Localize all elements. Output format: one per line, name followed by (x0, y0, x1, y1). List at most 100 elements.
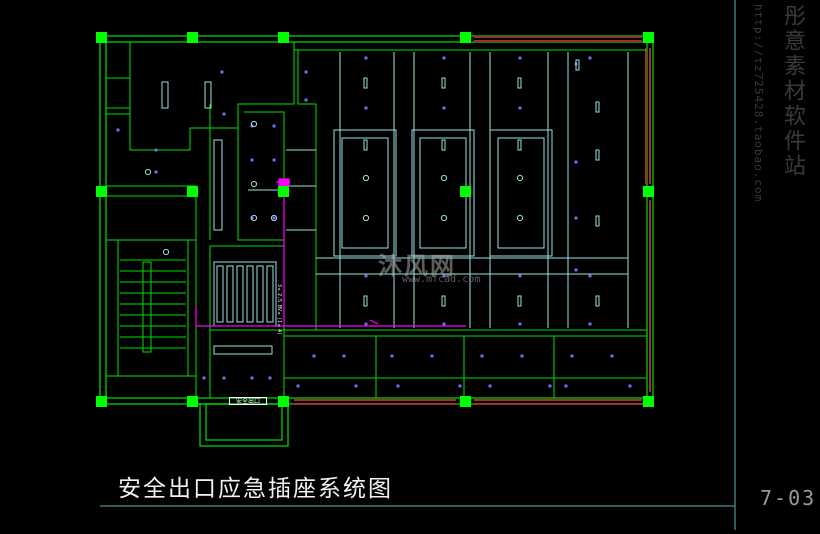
light-dot (518, 322, 522, 326)
light-dot (574, 268, 578, 272)
light-bar (363, 77, 368, 89)
light-ring (362, 174, 370, 182)
light-dot (518, 106, 522, 110)
light-dot (396, 384, 400, 388)
light-dot (272, 124, 276, 128)
light-dot (364, 56, 368, 60)
light-bar (595, 295, 600, 307)
light-dot (574, 216, 578, 220)
light-ring (440, 214, 448, 222)
column-square (643, 396, 654, 407)
light-ring (250, 180, 258, 188)
light-dot (116, 128, 120, 132)
light-bar (517, 295, 522, 307)
column-square (187, 186, 198, 197)
column-square (278, 396, 289, 407)
circuit-annotation: 3×2.5 BV×(1×4) (276, 284, 282, 336)
light-dot (610, 354, 614, 358)
exit-circuit-wiring (195, 178, 466, 327)
light-dot (442, 322, 446, 326)
staircase (120, 259, 186, 353)
light-ring (162, 248, 170, 256)
column-square (460, 32, 471, 43)
light-bar (441, 77, 446, 89)
column-square (278, 186, 289, 197)
light-dot (518, 56, 522, 60)
light-bar (595, 149, 600, 161)
light-dot (588, 56, 592, 60)
light-bar (575, 59, 580, 71)
light-dot (520, 354, 524, 358)
light-dot (354, 384, 358, 388)
column-square (278, 32, 289, 43)
light-dot (518, 274, 522, 278)
light-dot (364, 274, 368, 278)
light-dot (202, 376, 206, 380)
interior-walls (105, 41, 647, 398)
light-ring (362, 214, 370, 222)
light-dot (548, 384, 552, 388)
light-ring (250, 120, 258, 128)
light-bar (595, 101, 600, 113)
light-ring (516, 174, 524, 182)
light-dot (222, 376, 226, 380)
drawing-caption: 安全出口应急插座系统图 (118, 476, 393, 502)
light-bar (363, 295, 368, 307)
light-bar (363, 139, 368, 151)
light-dot (570, 354, 574, 358)
light-bar (517, 77, 522, 89)
equipment-racks (216, 265, 274, 323)
column-square (96, 396, 107, 407)
equipment-rack (216, 265, 224, 323)
light-dot (430, 354, 434, 358)
column-square (460, 396, 471, 407)
equipment-rack (256, 265, 264, 323)
light-ring (516, 214, 524, 222)
light-dot (154, 148, 158, 152)
equipment-rack (236, 265, 244, 323)
light-bar (441, 295, 446, 307)
stair-handrail (142, 261, 152, 353)
light-dot (296, 384, 300, 388)
drawing-frame (100, 0, 736, 530)
light-dot (364, 322, 368, 326)
light-dot (574, 160, 578, 164)
light-dot (272, 158, 276, 162)
column-square (460, 186, 471, 197)
light-dot (488, 384, 492, 388)
light-dot (458, 384, 462, 388)
light-dot (342, 354, 346, 358)
light-dot (222, 112, 226, 116)
light-dot (564, 384, 568, 388)
structural-columns (96, 32, 654, 407)
light-dot (154, 170, 158, 174)
window-bands (294, 36, 651, 405)
light-dot (250, 376, 254, 380)
light-dot (442, 274, 446, 278)
light-dot (480, 354, 484, 358)
light-bar (595, 215, 600, 227)
light-ring (270, 214, 278, 222)
light-ring (250, 214, 258, 222)
equipment-rack (266, 265, 274, 323)
light-dot (588, 322, 592, 326)
column-square (96, 186, 107, 197)
exit-sign-label: 安全出口 (229, 397, 267, 405)
light-bar (517, 139, 522, 151)
light-dot (304, 70, 308, 74)
light-ring (440, 174, 448, 182)
light-dot (304, 98, 308, 102)
column-square (187, 32, 198, 43)
column-square (643, 32, 654, 43)
center-watermark: 沐风网 (378, 252, 456, 280)
column-square (187, 396, 198, 407)
light-fixtures (116, 56, 632, 388)
light-dot (268, 376, 272, 380)
light-dot (588, 274, 592, 278)
light-dot (442, 106, 446, 110)
equipment-rack (246, 265, 254, 323)
equipment-rack (226, 265, 234, 323)
light-dot (364, 106, 368, 110)
